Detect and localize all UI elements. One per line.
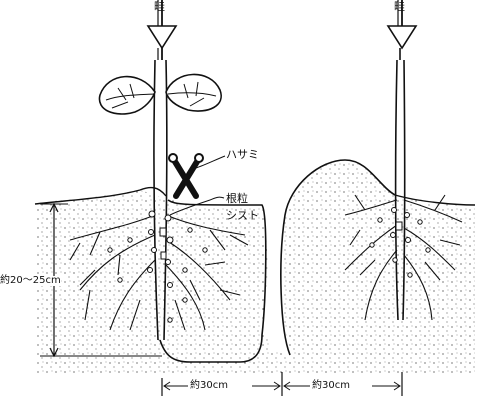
depth-label: 約20～25cm: [0, 276, 61, 286]
scissors-icon: [169, 154, 203, 196]
ridge-label-right: 畦: [394, 1, 405, 12]
ridge-label-left: 畦: [154, 1, 165, 12]
soil-right: [281, 160, 475, 375]
cyst-label-line2: シスト: [226, 210, 259, 221]
width-label-right: 約30cm: [312, 381, 350, 391]
width-label-left: 約30cm: [190, 381, 228, 391]
cyst-label-line1: 根粒: [226, 193, 248, 204]
scissors-label: ハサミ: [226, 149, 259, 160]
